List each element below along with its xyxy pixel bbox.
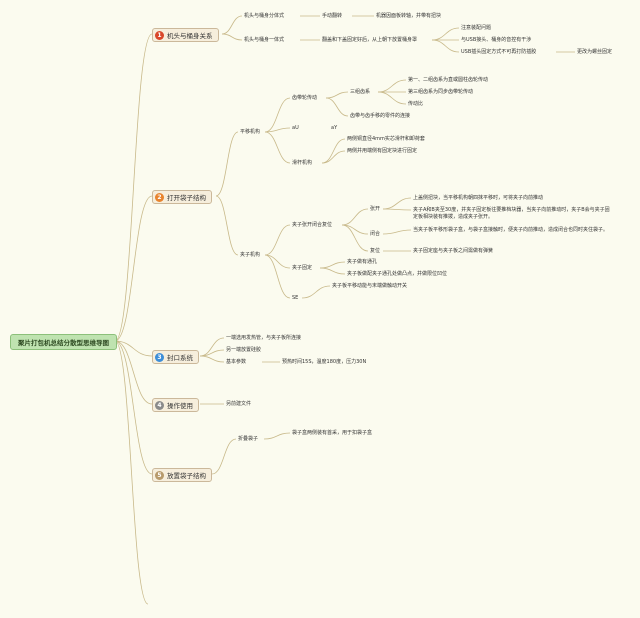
connector (431, 39, 460, 53)
connector (263, 432, 291, 440)
b3-parameters: 基本参数 (226, 359, 247, 365)
number-badge-3: 3 (155, 352, 164, 362)
connector (264, 254, 291, 299)
b2-belt-connection: 齿带与齿手移的零件的连接 (350, 113, 411, 119)
branch-3-node[interactable]: 3 封口系统 (152, 350, 199, 364)
connector (264, 224, 291, 256)
branch-2-node[interactable]: 2 打开袋子结构 (152, 190, 212, 204)
connector (211, 438, 237, 475)
connector (301, 285, 331, 299)
connector (341, 224, 369, 252)
b2-belt-drive: 齿带轮传动 (292, 95, 318, 101)
connector (264, 127, 291, 133)
b1-assembly-issue: 注意装配问题 (461, 25, 492, 31)
b2-close-label: 闭合 (370, 231, 381, 237)
b2-au-label: aU (292, 125, 299, 131)
b2-ay-label: aY (331, 125, 338, 131)
b1-assembly-order: 翻盖和下盖固定好后，从上朝下放置桶身罩 (322, 37, 418, 43)
b2-clip-mechanism: 夹子机构 (240, 252, 261, 258)
b3-heating-tube: 一端选用发热管，与夹子板所连接 (226, 335, 302, 341)
b2-gear-item-1: 第一、二组齿系为直或圆柱齿轮传动 (408, 77, 489, 83)
connector (319, 267, 346, 275)
number-badge-1: 1 (155, 30, 164, 40)
b1-integral-type: 机头与桶身一体式 (244, 37, 285, 43)
b5-folding-bag: 折叠袋子 (238, 436, 259, 442)
b4-document: 另前建文件 (226, 401, 252, 407)
b2-fixed-item-1: 夹子做有通孔 (347, 259, 378, 265)
b2-fixed-item-2: 夹子板做配夹子通孔处做凸点，并做限位凹位 (347, 271, 448, 277)
connector (341, 208, 369, 226)
branch-2-label: 打开袋子结构 (167, 194, 206, 202)
branch-5-label: 放置袋子结构 (167, 472, 206, 480)
branch-5-node[interactable]: 5 放置袋子结构 (152, 468, 212, 482)
connector (377, 79, 407, 93)
connector (114, 33, 153, 342)
b2-gear-item-2: 第三组齿系为同步齿带轮传动 (408, 89, 474, 95)
connector (321, 150, 346, 164)
branch-4-label: 操作使用 (167, 402, 193, 410)
b2-clip-open-close: 夹子张开闭合复位 (292, 222, 333, 228)
b3-parameter-values: 预热时间15S，温度180度，压力30N (282, 359, 367, 365)
b1-screw-fix: 更改为螺丝固定 (577, 49, 613, 55)
connector (325, 97, 349, 117)
connector (377, 91, 407, 105)
connector (264, 131, 291, 164)
b2-reset-item: 夹子固定座与夹子板之间需做有弹簧 (413, 248, 494, 254)
b2-translation-mechanism: 平移机构 (240, 129, 261, 135)
b2-slide-mechanism: 滑杆机构 (292, 160, 313, 166)
number-badge-5: 5 (155, 470, 164, 480)
connector (321, 138, 346, 164)
connector (325, 91, 349, 99)
number-badge-2: 2 (155, 192, 164, 202)
branch-1-label: 机头与桶身关系 (167, 32, 213, 40)
connector (114, 340, 153, 475)
b1-hinge-note: 机器因面板转轴，并带有扭块 (376, 13, 442, 19)
root-node[interactable]: 聚片打包机总结分散型思维导图 (10, 334, 117, 350)
b5-bag-box-note: 袋子盒两侧装有首采，用于扣袋子盒 (292, 430, 373, 436)
connector (114, 340, 153, 357)
b2-se-item: 夹子板平移动能与末端做触动开关 (332, 283, 408, 289)
b2-close-item: 当夹子板平移形袋子盒，与袋子盒接触时，便夹子向前推动，造成闭合也同时夹住袋子。 (413, 227, 609, 233)
connector (215, 195, 239, 256)
connector (114, 195, 153, 342)
b2-se-label: SE (292, 295, 299, 301)
connector (382, 197, 412, 210)
b2-gear-item-3: 传动比 (408, 101, 424, 107)
connector (382, 208, 412, 211)
b2-three-gear-sets: 三组齿系 (350, 89, 371, 95)
b1-manual-flip: 手动翻转 (322, 13, 343, 19)
b1-usb-interference: 与USB接头、桶身的音控有干涉 (461, 37, 532, 43)
b2-open-item-1: 上盖侧扭块，当平移机构朝四抹平移时，可将夹子向前推动 (413, 195, 544, 201)
b1-usb-fix-method: USB插头固定方式不可再打防插胶 (461, 49, 537, 55)
branch-1-node[interactable]: 1 机头与桶身关系 (152, 28, 219, 42)
b2-reset-label: 复位 (370, 248, 381, 254)
b2-slide-item-1: 两侧铜直径4mm实芯滑杆和卸荷套 (347, 136, 425, 142)
connector (221, 15, 243, 35)
connector (215, 131, 239, 197)
connector (382, 229, 412, 235)
b2-clip-fixed: 夹子固定 (292, 265, 313, 271)
connector (431, 27, 460, 41)
connector (199, 355, 225, 363)
b1-split-type: 机头与桶身分体式 (244, 13, 285, 19)
branch-3-label: 封口系统 (167, 354, 193, 362)
connector (114, 340, 153, 405)
connector (114, 340, 149, 605)
connector (221, 33, 243, 41)
number-badge-4: 4 (155, 400, 164, 410)
branch-4-node[interactable]: 4 操作使用 (152, 398, 199, 412)
b2-slide-item-2: 两侧并用端侧有固定块进行固定 (347, 148, 418, 154)
b2-open-label: 张开 (370, 206, 381, 212)
connector (319, 261, 346, 269)
b2-open-item-2: 夹子A和B夹至30度，并夹子固定板往要推档块器，当夹子向前推动时，夹子B会与夹子… (413, 207, 610, 220)
b3-silicone: 另一端放置硅胶 (226, 347, 262, 353)
connector (264, 97, 291, 133)
